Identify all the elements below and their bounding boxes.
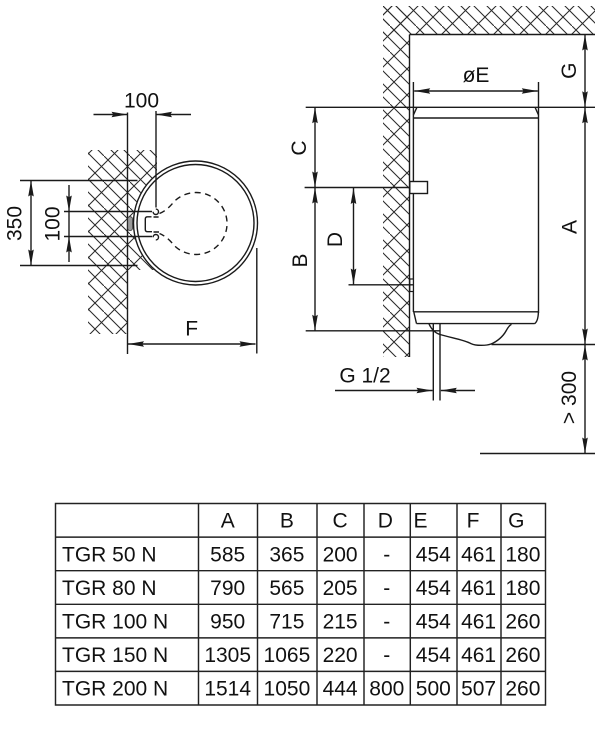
svg-text:1514: 1514 [204,678,251,701]
svg-text:F: F [467,510,480,533]
svg-text:350: 350 [4,206,27,241]
svg-text:454: 454 [416,543,451,566]
svg-text:260: 260 [505,611,540,634]
svg-text:454: 454 [416,611,451,634]
svg-text:180: 180 [505,543,540,566]
svg-text:A: A [221,510,235,533]
svg-text:461: 461 [461,611,496,634]
svg-text:461: 461 [461,644,496,667]
svg-text:444: 444 [323,678,358,701]
svg-text:260: 260 [505,644,540,667]
svg-text:790: 790 [210,577,245,600]
svg-text:G 1/2: G 1/2 [339,365,390,388]
svg-text:C: C [288,140,311,155]
svg-text:TGR 50 N: TGR 50 N [62,543,157,566]
svg-text:> 300: > 300 [558,371,581,424]
svg-text:G: G [558,63,581,79]
svg-text:565: 565 [269,577,304,600]
svg-text:950: 950 [210,611,245,634]
svg-text:B: B [280,510,294,533]
svg-text:TGR 80 N: TGR 80 N [62,577,157,600]
svg-text:461: 461 [461,543,496,566]
svg-text:800: 800 [369,678,404,701]
svg-text:C: C [333,510,348,533]
svg-text:G: G [508,510,524,533]
svg-text:1305: 1305 [204,644,251,667]
svg-text:507: 507 [461,678,496,701]
svg-text:180: 180 [505,577,540,600]
svg-text:454: 454 [416,644,451,667]
svg-text:B: B [289,253,312,267]
svg-text:205: 205 [323,577,358,600]
svg-text:215: 215 [323,611,358,634]
svg-text:100: 100 [42,206,65,241]
svg-text:F: F [185,318,198,341]
svg-text:E: E [413,510,427,533]
svg-text:260: 260 [505,678,540,701]
svg-text:585: 585 [210,543,245,566]
svg-text:øE: øE [463,64,490,87]
svg-text:365: 365 [269,543,304,566]
svg-text:200: 200 [323,543,358,566]
svg-text:220: 220 [323,644,358,667]
svg-text:461: 461 [461,577,496,600]
svg-text:-: - [383,543,390,566]
svg-text:-: - [383,611,390,634]
svg-text:TGR 100 N: TGR 100 N [62,611,168,634]
svg-text:-: - [383,644,390,667]
svg-text:-: - [383,577,390,600]
svg-text:500: 500 [416,678,451,701]
svg-text:715: 715 [269,611,304,634]
svg-text:D: D [378,510,393,533]
svg-text:A: A [559,220,582,234]
svg-text:454: 454 [416,577,451,600]
svg-text:1050: 1050 [264,678,311,701]
svg-text:TGR 150 N: TGR 150 N [62,644,168,667]
svg-text:D: D [324,232,347,247]
svg-text:1065: 1065 [264,644,311,667]
svg-text:TGR 200 N: TGR 200 N [62,678,168,701]
svg-text:100: 100 [124,90,159,113]
